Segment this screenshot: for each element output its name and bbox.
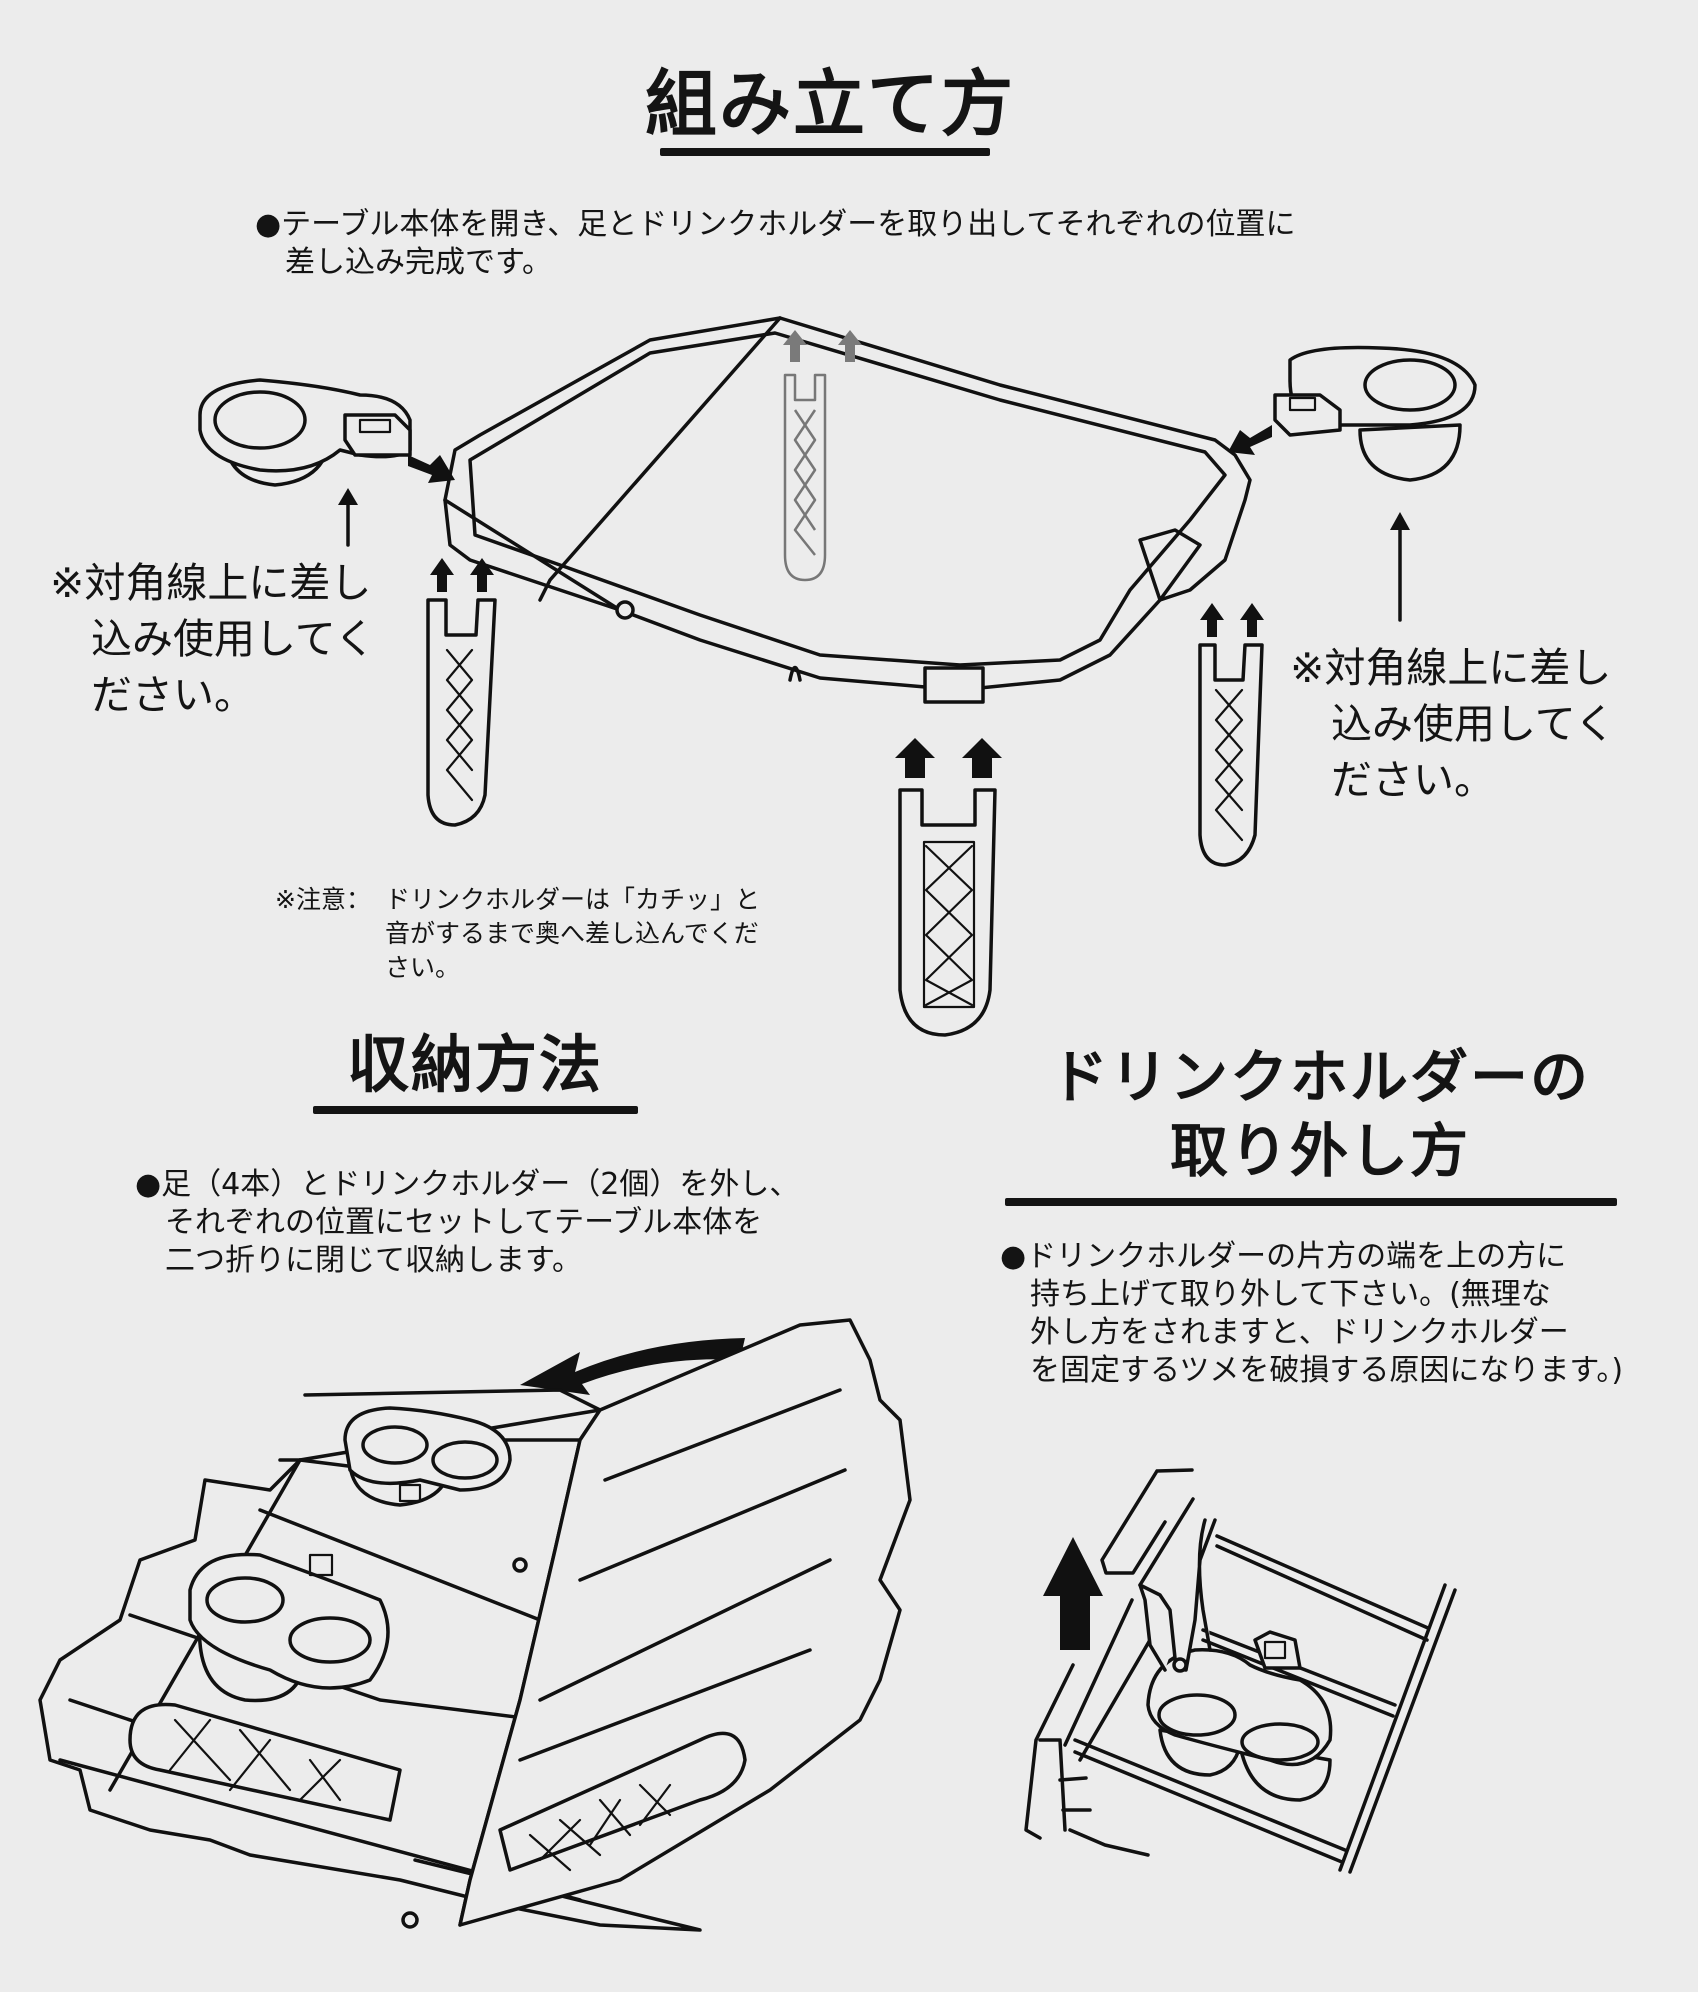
folded-table-left-rail [258, 1508, 542, 1622]
storage-instruction-line-2: それぞれの位置にセットしてテーブル本体を [135, 1205, 763, 1240]
caution-line-3: さい。 [384, 953, 460, 982]
stored-cup-holder-lower [188, 1552, 390, 1703]
ghost-leg [783, 330, 862, 582]
folded-table-right-half [458, 1318, 912, 1927]
caution-text: ドリンクホルダーは「カチッ」と音がするまで奥へ差し込んでください。 [385, 883, 760, 985]
arrow-up-icon [1043, 1537, 1103, 1650]
diagonal-note-right-line-2: 込み使用してく [1290, 700, 1616, 748]
table-cupholder-slot [1138, 528, 1202, 602]
arrow-up-icon [1200, 603, 1224, 637]
tray-frame-left [1024, 1468, 1195, 1857]
assembly-title-text: 組み立て方 [644, 62, 1015, 146]
table-front-notch [788, 665, 802, 682]
assembly-title-underline [660, 148, 990, 156]
fingertip [1172, 1657, 1188, 1673]
folded-table-hinge-pin [512, 1557, 528, 1573]
storage-title: 収納方法 [300, 1028, 650, 1102]
removal-title-line-1: ドリンクホルダーの [1049, 1043, 1590, 1111]
cup-holder-right [1273, 345, 1477, 482]
folded-table-right-panels [518, 1388, 847, 1762]
arrow-up-icon [470, 558, 494, 592]
table-hinge-pin [615, 600, 635, 620]
arrow-up-icon [895, 738, 935, 778]
table-top-inner-edge [468, 331, 1227, 667]
storage-instruction: ●足（4本）とドリンクホルダー（2個）を外し、 それぞれの位置にセットしてテーブ… [135, 1166, 799, 1280]
ghost-arrow-up-icon [783, 330, 807, 362]
stored-leg-left [128, 1702, 402, 1822]
removal-instruction-line-3: 外し方をされますと、ドリンクホルダー [1000, 1315, 1569, 1350]
caution-label: ※注意： [275, 885, 371, 914]
table-fold-seam [538, 316, 782, 602]
stored-cup-holder-upper [343, 1406, 512, 1507]
caution-line-2: 音がするまで奥へ差し込んでくだ [384, 919, 759, 948]
removal-title-line-2: 取り外し方 [1169, 1117, 1470, 1185]
tray-side-edge [1338, 1583, 1457, 1874]
ghost-arrow-up-icon [838, 330, 862, 362]
leg-right [1198, 603, 1264, 867]
arrow-up-icon [430, 558, 454, 592]
folded-table-hinge-pin [401, 1911, 419, 1929]
storage-instruction-line-1: ●足（4本）とドリンクホルダー（2個）を外し、 [135, 1167, 800, 1202]
tray-rail-top [1215, 1534, 1430, 1642]
assembly-instruction: ●テーブル本体を開き、足とドリンクホルダーを取り出してそれぞれの位置に 差し込み… [255, 206, 1295, 282]
assembly-instruction-line-2: 差し込み完成です。 [255, 245, 552, 280]
arrow-down-right-icon [408, 455, 455, 483]
leg-front [895, 738, 1002, 1037]
caution-note: ※注意： ドリンクホルダーは「カチッ」と音がするまで奥へ差し込んでください。 [275, 883, 760, 985]
arrow-up-icon [338, 488, 358, 547]
arrow-up-icon [1240, 603, 1264, 637]
arrow-down-left-icon [1228, 425, 1272, 455]
storage-title-text: 収納方法 [346, 1028, 603, 1101]
removal-title: ドリンクホルダーの取り外し方 [1000, 1040, 1640, 1188]
tray-frame-inner [1063, 1598, 1152, 1762]
removal-instruction: ●ドリンクホルダーの片方の端を上の方に 持ち上げて取り外して下さい。(無理な 外… [1000, 1238, 1623, 1390]
leg-left [426, 558, 497, 827]
diagonal-note-left: ※対角線上に差し 込み使用してく ださい。 [50, 555, 376, 723]
table-side-edge [443, 498, 622, 612]
arrow-up-icon [962, 738, 1002, 778]
diagonal-note-left-line-1: ※対角線上に差し [50, 559, 372, 607]
removal-cup-holder [1146, 1630, 1333, 1802]
cup-holder-left [198, 378, 412, 487]
removal-title-underline [1005, 1198, 1617, 1206]
stored-leg-right [498, 1731, 747, 1872]
storage-instruction-line-3: 二つ折りに閉じて収納します。 [135, 1243, 582, 1278]
diagonal-note-right-line-1: ※対角線上に差し [1290, 644, 1612, 692]
table-front-tab [923, 666, 985, 704]
diagonal-note-right: ※対角線上に差し 込み使用してく ださい。 [1290, 640, 1616, 808]
storage-title-underline [313, 1106, 638, 1114]
curved-fold-arrow-icon [520, 1338, 745, 1395]
arrow-up-icon [1390, 512, 1410, 622]
assembly-title: 組み立て方 [610, 62, 1050, 146]
caution-line-1: ドリンクホルダーは「カチッ」と [384, 885, 760, 914]
assembly-illustration [198, 316, 1477, 1037]
diagonal-note-right-line-3: ださい。 [1290, 756, 1495, 804]
diagonal-note-left-line-3: ださい。 [50, 671, 255, 719]
removal-instruction-line-2: 持ち上げて取り外して下さい。(無理な [1000, 1277, 1551, 1312]
removal-instruction-line-4: を固定するツメを破損する原因になります。) [1000, 1353, 1624, 1388]
removal-instruction-line-1: ●ドリンクホルダーの片方の端を上の方に [1000, 1239, 1567, 1274]
diagonal-note-left-line-2: 込み使用してく [50, 615, 376, 663]
assembly-instruction-line-1: ●テーブル本体を開き、足とドリンクホルダーを取り出してそれぞれの位置に [255, 207, 1296, 242]
tray-rail-bottom [1073, 1738, 1347, 1864]
